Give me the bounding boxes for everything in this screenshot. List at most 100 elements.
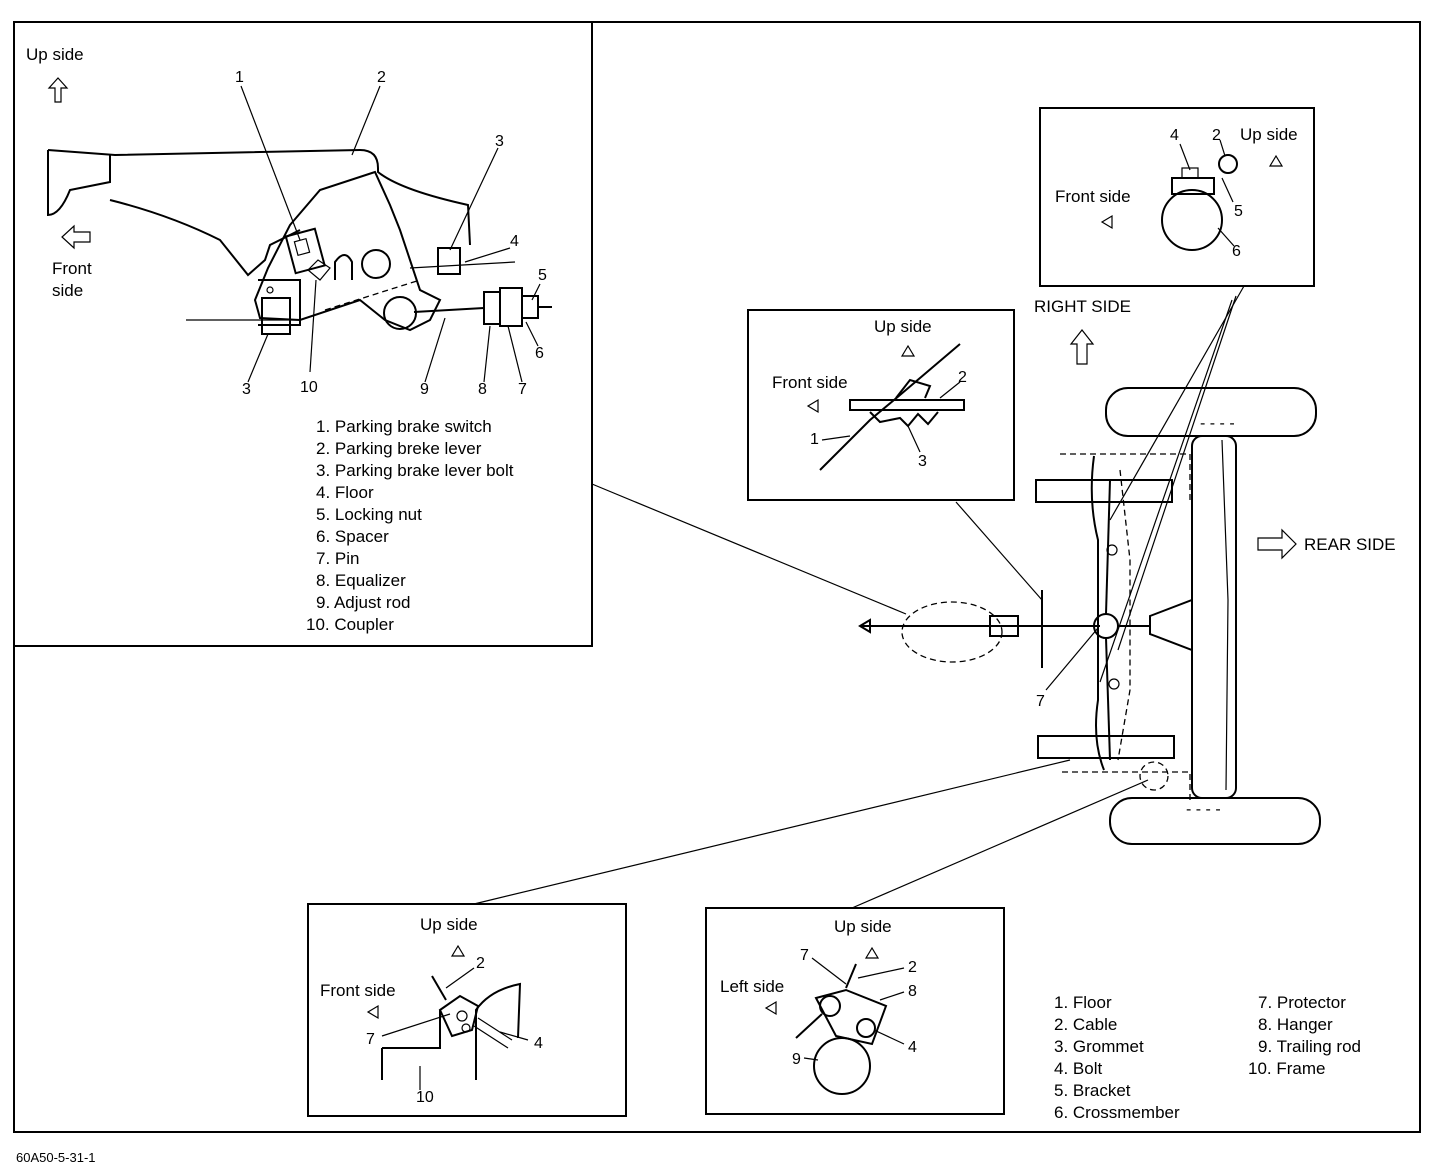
frame-member [382,982,522,1049]
up-small-arrow-icon [864,946,880,959]
frame-inset: Up side Front side 2 7 4 10 [307,903,627,1117]
main-callout-3-top: 3 [495,133,504,150]
frame-callout-2: 2 [476,955,485,972]
differential [1149,598,1193,652]
main-legend-item: 1. Parking brake switch [316,417,492,436]
frame-callout-7: 7 [366,1031,375,1048]
chassis-view: - - - - - - - - [858,387,1321,845]
main-legend-item: 7. Pin [316,549,359,568]
trailing-protector [845,963,857,989]
frame-bottom [381,1048,477,1080]
frame-cable [473,1017,513,1049]
figure-code: 60A50-5-31-1 [16,1150,96,1165]
grommet-callout-3: 3 [918,453,927,470]
coupler [307,259,331,281]
grommet-cable [819,343,961,471]
grommet-leaders [821,381,961,453]
frame-bolt [461,1023,471,1033]
adjust-rod-pin-circle [383,296,417,330]
cable-loop [1218,154,1238,174]
main-callout-5: 5 [538,267,547,284]
chassis-callout-7: 7 [1036,693,1045,710]
rear-side-arrow-icon [1257,528,1297,560]
right-side-label: RIGHT SIDE [1034,297,1131,316]
rear-side-label: REAR SIDE [1304,535,1396,554]
main-legend-item: 6. Spacer [316,527,389,546]
up-arrow-icon [47,77,69,103]
right-inset-callout-4: 4 [1170,127,1179,144]
frame-protector [431,975,447,1001]
lever-bolt-left [261,297,291,335]
trailing-callout-7: 7 [800,947,809,964]
grommet-inset-border [747,309,1015,501]
trailing-left-side: Left side [720,977,784,996]
connector-lines [473,285,1245,909]
main-legend-item: 5. Locking nut [316,505,422,524]
bolt-head [1181,167,1199,179]
left-arrow-icon [61,224,91,250]
parking-brake-lever-grip [47,148,471,246]
lever-bolt-right [437,247,461,275]
left-small-arrow-icon [366,1004,379,1020]
main-legend-item: 3. Parking brake lever bolt [316,461,514,480]
trailing-inset-border [705,907,1005,1115]
crossmember-left [1037,735,1175,759]
lever-hidden-line [324,279,421,311]
left-small-arrow-icon [764,1000,777,1016]
lever-body-lower [109,199,301,277]
adjust-rod [413,307,485,313]
bottom-legend-item: 5. Bracket [1054,1081,1131,1100]
hanger-clip [819,995,841,1017]
up-small-arrow-icon [450,944,466,957]
main-front-side-label-1: Front [52,259,92,278]
trailing-rod-right [1060,453,1191,502]
main-legend-item: 10. Coupler [306,615,394,634]
main-callout-6: 6 [535,345,544,362]
frame-callout-10: 10 [416,1089,434,1106]
lever-bracket [258,279,301,326]
main-callout-7: 7 [518,381,527,398]
lever-spring [334,254,353,280]
locking-nut [521,295,539,319]
rod-tip [858,618,871,634]
main-legend-item: 4. Floor [316,483,374,502]
rear-axle [1191,435,1237,799]
bottom-legend-item: 4. Bolt [1054,1059,1102,1078]
lever-zoom-circle [901,601,1003,663]
bottom-legend-item: 6. Crossmember [1054,1103,1180,1122]
up-small-arrow-icon [1268,154,1284,167]
grommet-up-side: Up side [874,317,932,336]
bottom-legend-item: 1. Floor [1054,993,1112,1012]
bottom-legend-item: 9. Trailing rod [1258,1037,1361,1056]
parking-brake-switch-inner [293,237,311,257]
trailing-up-side: Up side [834,917,892,936]
trailing-cable [795,1013,823,1039]
right-inset-leaders [1179,139,1235,247]
frame-front-side: Front side [320,981,396,1000]
left-small-arrow-icon [1100,214,1113,230]
hanger-plate [814,988,888,1046]
crossmember-inset-border [1039,107,1315,287]
bottom-legend-item: 10. Frame [1248,1059,1325,1078]
crossmember-bracket-inset: Up side Front side 4 2 5 6 [1039,107,1315,287]
trailing-callout-8: 8 [908,983,917,1000]
bracket-hole [266,286,274,294]
grommet-front-side: Front side [772,373,848,392]
spacer [499,287,523,327]
main-callout-3-bottom: 3 [242,381,251,398]
right-inset-front-side: Front side [1055,187,1131,206]
grommet-inset: Up side Front side 2 1 3 [747,309,1015,501]
frame-bracket [438,994,480,1038]
parking-brake-switch [284,227,326,275]
frame-zoom-circle [1139,761,1169,791]
trailing-rod-inset: Up side Left side 7 2 8 4 9 [705,907,1005,1115]
trailing-callout-4: 4 [908,1039,917,1056]
main-callout-10: 10 [300,379,318,396]
floor-line-right [409,261,516,269]
main-legend-item: 2. Parking breke lever [316,439,482,458]
trailing-callout-9: 9 [792,1051,801,1068]
frame-inset-border [307,903,627,1117]
outer-frame [13,21,1421,1133]
bottom-legend-item: 7. Protector [1258,993,1346,1012]
bottom-legend-item: 3. Grommet [1054,1037,1144,1056]
